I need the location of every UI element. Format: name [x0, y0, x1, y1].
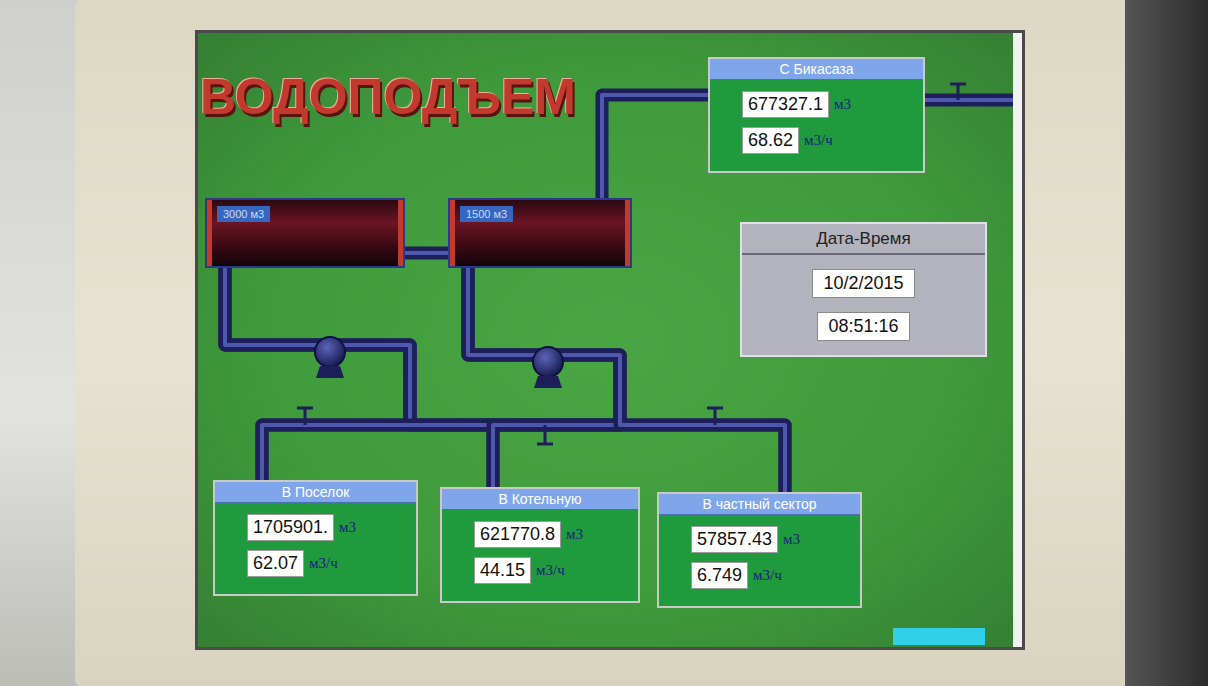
unit-label: м3/ч: [309, 555, 338, 572]
value-field: 62.07: [247, 550, 304, 577]
value-field: 10/2/2015: [812, 269, 914, 298]
screen-title: ВОДОПОДЪЕМ: [200, 68, 576, 126]
unit-label: м3: [783, 531, 800, 548]
unit-label: м3: [566, 526, 583, 543]
panel-header: В Котельную: [442, 489, 638, 510]
pipe-highlight: [262, 268, 620, 480]
pipe-highlight: [225, 268, 785, 492]
pipe-body: [405, 247, 448, 260]
value-row: 44.15 м3/ч: [474, 557, 630, 584]
panel-header: В Поселок: [215, 482, 416, 503]
valve-symbol: [950, 84, 966, 100]
pipe-highlight: [468, 268, 620, 487]
pipe: [262, 268, 620, 480]
pipe-body: [468, 268, 620, 487]
valve-symbol: [707, 408, 723, 425]
meter-panel: В частный сектор 57857.43 м3 6.749 м3/ч: [657, 492, 862, 608]
meter-panel: В Котельную 621770.8 м3 44.15 м3/ч: [440, 487, 640, 603]
value-row: 677327.1 м3: [742, 91, 915, 118]
pipe-body: [225, 268, 785, 492]
value-row: 08:51:16: [742, 312, 985, 341]
panel-header: С Бикасаза: [710, 59, 923, 80]
tank-label: 1500 м3: [460, 206, 513, 222]
valve-symbol: [537, 425, 553, 444]
unit-label: м3: [834, 96, 851, 113]
value-field: 6.749: [691, 562, 748, 589]
panel-body: 677327.1 м3 68.62 м3/ч: [710, 80, 923, 171]
pipe: [468, 268, 620, 487]
value-row: 6.749 м3/ч: [691, 562, 852, 589]
panel-body: 1705901. м3 62.07 м3/ч: [215, 503, 416, 594]
meter-panel: С Бикасаза 677327.1 м3 68.62 м3/ч: [708, 57, 925, 173]
pipe-body: [225, 268, 410, 480]
pipe-body: [468, 268, 785, 492]
value-row: 68.62 м3/ч: [742, 127, 915, 154]
outlet-pipe: [925, 100, 1013, 101]
value-field: 677327.1: [742, 91, 829, 118]
datetime-panel: Дата-Время 10/2/2015 08:51:16: [740, 222, 987, 357]
value-row: 621770.8 м3: [474, 521, 630, 548]
unit-label: м3/ч: [536, 562, 565, 579]
pipe-body: [602, 95, 708, 198]
unit-label: м3/ч: [753, 567, 782, 584]
pipe-highlight: [468, 268, 785, 492]
meter-panel: В Поселок 1705901. м3 62.07 м3/ч: [213, 480, 418, 596]
pipe: [602, 95, 708, 198]
value-field: 1705901.: [247, 514, 334, 541]
value-row: 10/2/2015: [742, 269, 985, 298]
unit-label: м3: [339, 519, 356, 536]
wall: [0, 0, 80, 686]
pipe-highlight: [225, 268, 410, 480]
panel-header: В частный сектор: [659, 494, 860, 515]
background-shadow: [1125, 0, 1208, 686]
value-row: 1705901. м3: [247, 514, 408, 541]
value-field: 57857.43: [691, 526, 778, 553]
pump-symbol: [315, 337, 345, 378]
value-field: 08:51:16: [817, 312, 909, 341]
tank: 1500 м3: [448, 198, 632, 268]
pump-symbol: [533, 347, 563, 388]
unit-label: м3/ч: [804, 132, 833, 149]
value-row: 57857.43 м3: [691, 526, 852, 553]
tank-label: 3000 м3: [217, 206, 270, 222]
status-tag: [893, 628, 985, 645]
panel-body: 621770.8 м3 44.15 м3/ч: [442, 510, 638, 601]
pipe-body: [262, 268, 620, 480]
value-field: 44.15: [474, 557, 531, 584]
panel-body: 57857.43 м3 6.749 м3/ч: [659, 515, 860, 606]
value-row: 62.07 м3/ч: [247, 550, 408, 577]
pipe: [468, 268, 785, 492]
valve-symbol: [297, 408, 313, 425]
pipe: [225, 268, 410, 480]
panel-header: Дата-Время: [742, 224, 985, 255]
value-field: 68.62: [742, 127, 799, 154]
pipe-highlight: [602, 95, 708, 198]
pipe: [405, 253, 448, 254]
value-field: 621770.8: [474, 521, 561, 548]
pipe: [225, 268, 785, 492]
pipe-highlight: [405, 251, 448, 255]
scrollbar: [1013, 33, 1022, 647]
tank: 3000 м3: [205, 198, 405, 268]
